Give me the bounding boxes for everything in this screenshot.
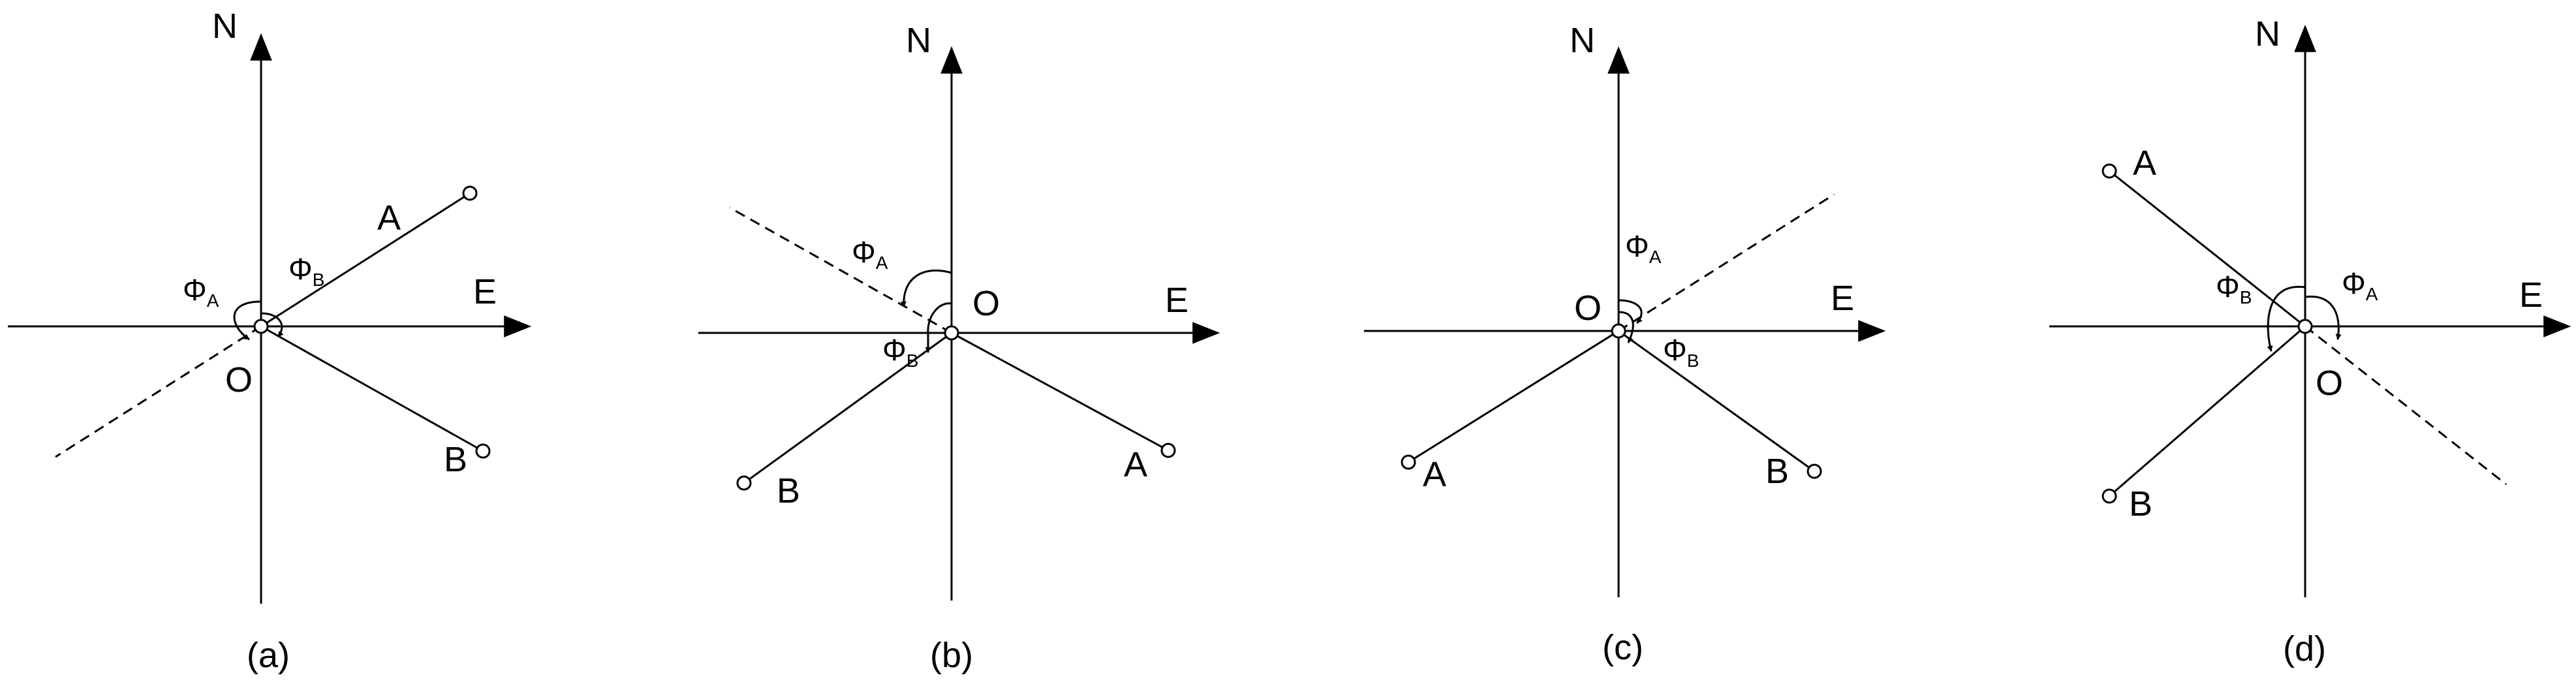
north-label: N xyxy=(906,21,931,60)
panel-b: N E O B A ΦA ΦB (b) xyxy=(698,21,1220,675)
origin-point xyxy=(2297,319,2313,334)
panel-a: N E O A B ΦA ΦB (a) xyxy=(8,7,532,675)
east-label: E xyxy=(473,272,497,311)
point-a-marker xyxy=(2102,163,2117,179)
point-b-marker xyxy=(1807,463,1822,479)
panel-caption: (c) xyxy=(1602,628,1643,667)
segment-oa xyxy=(260,192,471,328)
origin-label: O xyxy=(2316,364,2343,403)
east-label: E xyxy=(2519,275,2543,315)
east-label: E xyxy=(1831,279,1854,318)
origin-label: O xyxy=(972,284,1000,323)
segment-oa xyxy=(951,332,1169,452)
angle-label-phi-a: ΦA xyxy=(852,235,888,273)
north-label: N xyxy=(2255,14,2280,54)
dashed-extension-line xyxy=(729,206,952,334)
point-b-label: B xyxy=(444,440,467,479)
angle-arc-phi-b xyxy=(2267,285,2306,352)
point-a-marker xyxy=(1160,443,1176,458)
angle-arc-phi-a xyxy=(900,269,952,307)
point-b-marker xyxy=(736,475,752,491)
point-b-marker xyxy=(2102,488,2117,504)
angle-label-phi-b: ΦB xyxy=(288,252,324,290)
point-a-marker xyxy=(1401,454,1416,470)
point-b-label: B xyxy=(2129,484,2152,524)
north-label: N xyxy=(1570,21,1595,60)
angle-label-phi-b: ΦB xyxy=(882,333,918,371)
panel-caption: (b) xyxy=(930,636,973,675)
panel-caption: (d) xyxy=(2283,629,2326,668)
angle-label-phi-b: ΦB xyxy=(1663,333,1699,371)
point-b-label: B xyxy=(777,471,800,510)
angle-label-phi-a: ΦA xyxy=(1625,229,1662,267)
angle-label-phi-b: ΦB xyxy=(2216,270,2252,307)
origin-point xyxy=(944,325,959,341)
panel-caption: (a) xyxy=(247,636,290,675)
origin-label: O xyxy=(1574,289,1602,328)
point-a-label: A xyxy=(1124,445,1147,484)
angle-arc-phi-b xyxy=(260,312,284,337)
dashed-extension-line xyxy=(1618,193,1835,332)
east-label: E xyxy=(1165,281,1188,320)
origin-point xyxy=(1611,323,1626,339)
point-a-label: A xyxy=(1423,455,1446,494)
segment-ob xyxy=(743,332,952,484)
origin-point xyxy=(253,319,269,334)
angle-arc-phi-a xyxy=(233,300,262,341)
panel-c: N E O A B ΦA ΦB (c) xyxy=(1364,21,1886,667)
angle-arc-phi-b xyxy=(1618,311,1634,343)
angle-label-phi-a: ΦA xyxy=(183,273,219,311)
segment-ob xyxy=(260,325,484,452)
point-b-marker xyxy=(475,443,491,459)
panel-d: N E O A B ΦB ΦA (d) xyxy=(2049,14,2571,668)
point-b-label: B xyxy=(1765,452,1789,491)
origin-label: O xyxy=(225,360,253,399)
point-a-label: A xyxy=(377,198,401,238)
segment-oa xyxy=(2109,170,2306,328)
dashed-extension-line xyxy=(2304,325,2507,486)
angle-label-phi-a: ΦA xyxy=(2342,266,2378,304)
dashed-extension-line xyxy=(55,325,262,458)
point-a-marker xyxy=(462,185,478,201)
angle-arc-phi-b xyxy=(925,302,952,353)
segment-ob xyxy=(2109,325,2306,497)
segment-oa xyxy=(1408,330,1619,463)
north-label: N xyxy=(212,7,238,46)
segment-ob xyxy=(1618,330,1815,473)
angle-arc-phi-a xyxy=(1618,299,1643,324)
angle-arc-phi-a xyxy=(2304,295,2342,340)
point-a-label: A xyxy=(2133,144,2156,183)
